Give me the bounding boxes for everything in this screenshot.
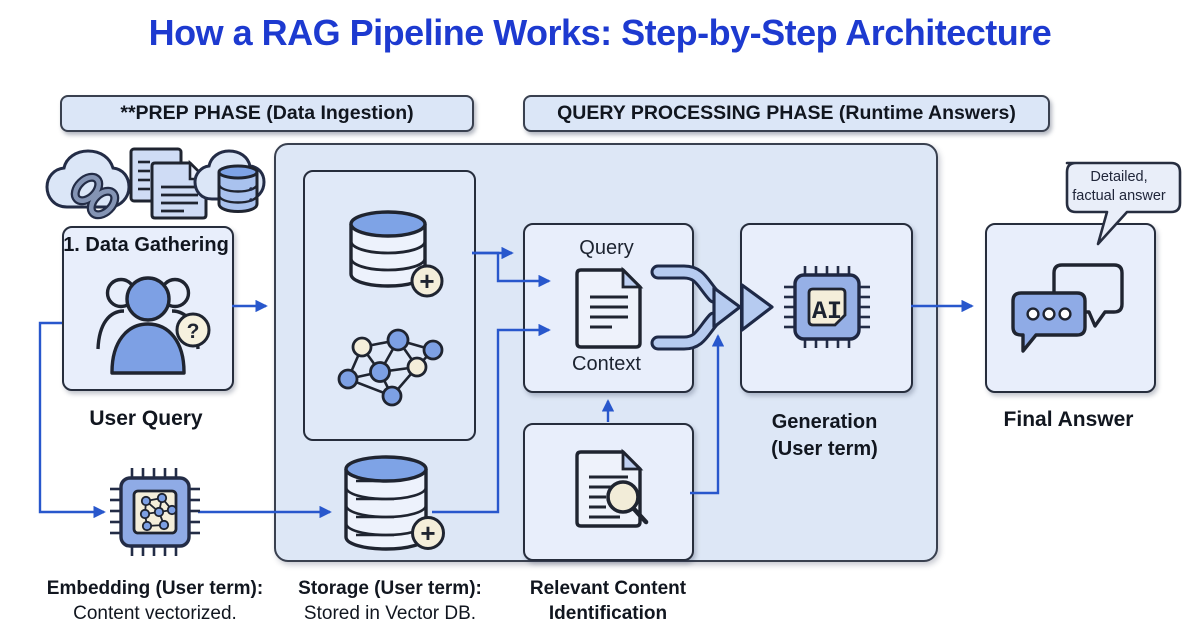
- generation-caption-line2: (User term): [771, 438, 878, 460]
- query-label: Query: [579, 237, 634, 259]
- storage-desc-caption: Stored in Vector DB.: [303, 603, 477, 624]
- final-answer-caption: Final Answer: [1003, 408, 1134, 431]
- storage-term-caption: Storage (User term):: [298, 578, 482, 599]
- data-gathering-label: 1. Data Gathering: [63, 234, 229, 256]
- link-icon: [70, 172, 120, 220]
- final-answer-box: [985, 223, 1156, 393]
- chip-network-icon: [110, 468, 200, 556]
- callout-line1: Detailed,: [1090, 169, 1148, 185]
- prep-storage-box: [303, 170, 476, 441]
- relevant-caption-line2: Identification: [548, 603, 668, 624]
- relevant-caption-line1: Relevant Content: [529, 578, 687, 599]
- context-label: Context: [572, 353, 641, 375]
- embedding-desc-caption: Content vectorized.: [73, 603, 237, 624]
- cloud-link-icon: [45, 149, 131, 220]
- callout-text: Detailed, factual answer: [1058, 168, 1180, 206]
- cloud-database-icon: [193, 149, 266, 214]
- user-query-caption: User Query: [89, 407, 203, 430]
- prep-phase-header: **PREP PHASE (Data Ingestion): [60, 95, 474, 132]
- query-phase-header: QUERY PROCESSING PHASE (Runtime Answers): [523, 95, 1050, 132]
- generation-box: [740, 223, 913, 393]
- callout-line2: factual answer: [1072, 188, 1166, 204]
- documents-icon: [129, 147, 210, 220]
- relevant-content-box: [523, 423, 694, 561]
- generation-caption-line1: Generation: [771, 411, 878, 433]
- embedding-term-caption: Embedding (User term):: [46, 578, 264, 599]
- page-title: How a RAG Pipeline Works: Step-by-Step A…: [148, 12, 1052, 53]
